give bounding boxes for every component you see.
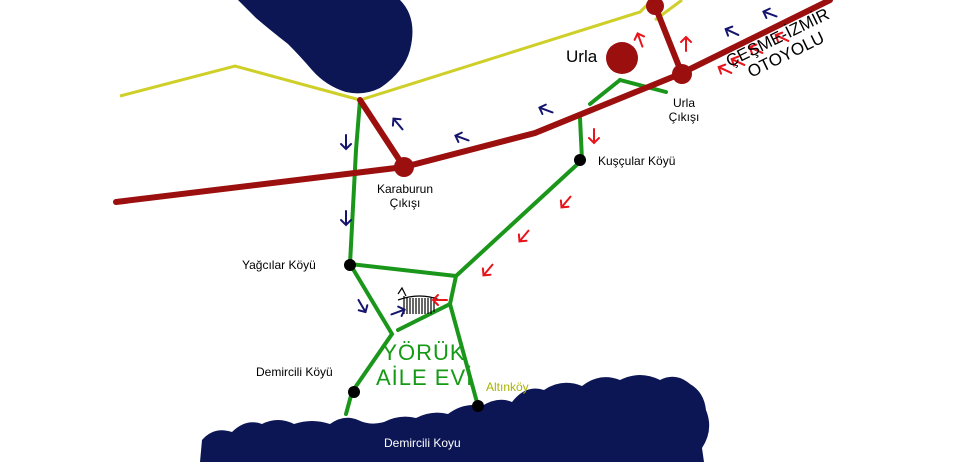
karaburun-exit-dot	[394, 157, 414, 177]
red-arrow-icon	[680, 35, 692, 52]
blue-arrow-icon	[340, 210, 352, 227]
yagcilar-dot	[344, 259, 356, 271]
top-junction-dot	[646, 0, 664, 15]
karaburun-exit-label: Karaburun Çıkışı	[370, 182, 440, 210]
red-arrow-icon	[481, 263, 494, 277]
red-arrow-icon	[774, 31, 790, 43]
destination-label-line2: AİLE EVİ	[376, 365, 474, 390]
demircili-village-label: Demircili Köyü	[256, 365, 333, 379]
urla-label: Urla	[566, 47, 598, 66]
blue-arrow-icon	[391, 117, 404, 131]
red-arrow-icon	[730, 55, 746, 67]
house-sketch-icon	[397, 286, 441, 314]
direction-arrows	[340, 7, 790, 318]
kuscular-dot	[574, 154, 586, 166]
sea-top	[238, 0, 413, 94]
kuscular-label: Kuşçular Köyü	[598, 154, 676, 168]
urla-exit-label: Urla Çıkışı	[656, 96, 712, 124]
red-arrow-icon	[431, 294, 448, 306]
urla-exit-dot	[672, 64, 692, 84]
local-roads	[344, 78, 668, 416]
demircili-bay-label: Demircili Koyu	[384, 436, 461, 450]
blue-arrow-icon	[340, 134, 352, 151]
destination-label: YÖRÜK AİLE EVİ	[376, 340, 472, 390]
blue-arrow-icon	[538, 103, 554, 116]
blue-arrow-icon	[762, 7, 778, 20]
altinkoy-label: Altınköy	[486, 380, 529, 394]
red-arrow-icon	[559, 195, 572, 209]
karaburun-exit-road	[357, 97, 407, 170]
urla-exit-road	[652, 3, 685, 77]
red-arrow-icon	[633, 32, 646, 48]
urla-town-dot	[606, 42, 638, 74]
yagcilar-label: Yağcılar Köyü	[242, 258, 316, 272]
red-arrow-icon	[517, 229, 530, 243]
blue-arrow-icon	[724, 25, 740, 37]
karaburun-exit-label-line2: Çıkışı	[389, 196, 421, 210]
red-arrow-icon	[748, 43, 764, 55]
demircili-village-dot	[348, 386, 360, 398]
urla-exit-label-line1: Urla	[672, 96, 695, 110]
blue-arrow-icon	[454, 131, 470, 144]
sea-bottom	[200, 375, 710, 462]
altinkoy-dot	[472, 400, 484, 412]
red-arrow-icon	[588, 128, 600, 145]
urla-exit-label-line2: Çıkışı	[668, 110, 700, 124]
red-arrow-icon	[717, 63, 733, 75]
blue-arrow-icon	[390, 305, 406, 318]
blue-arrow-icon	[357, 298, 369, 314]
cesme-izmir-highway	[113, 0, 833, 205]
karaburun-exit-label-line1: Karaburun	[376, 182, 434, 196]
destination-label-line1: YÖRÜK	[382, 340, 466, 365]
